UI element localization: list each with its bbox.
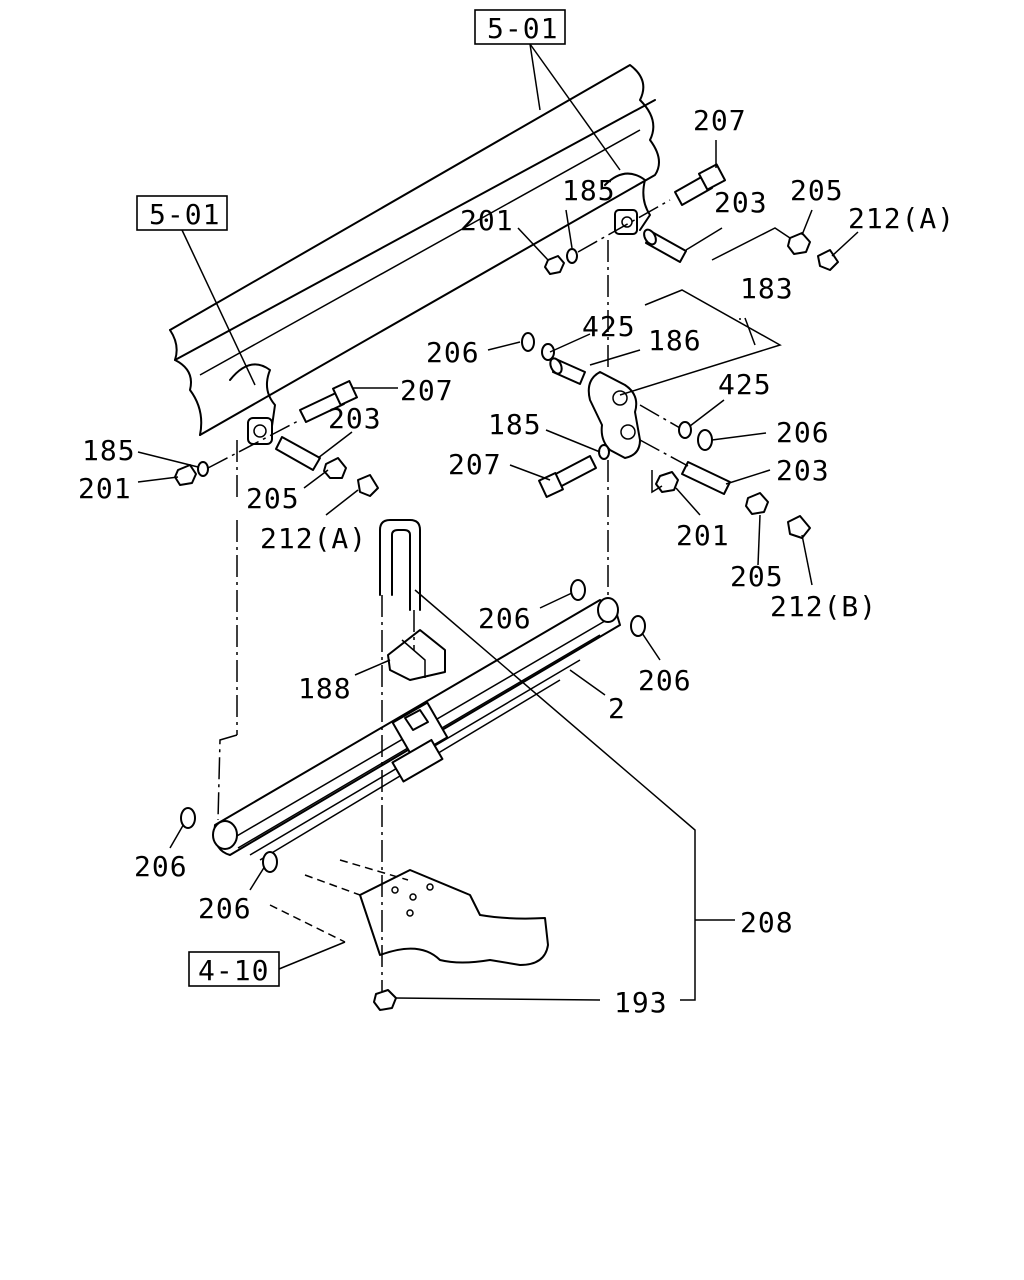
bolt-207-mid — [538, 455, 597, 498]
callout-186: 186 — [648, 324, 702, 357]
callout-212a-top: 212(A) — [848, 202, 955, 235]
washer-206-spring — [570, 579, 586, 601]
callout-212b: 212(B) — [770, 590, 877, 623]
callout-205-top: 205 — [790, 174, 844, 207]
bushing-186 — [549, 357, 586, 385]
ref-label: 5-01 — [149, 198, 220, 231]
nut-193 — [373, 989, 397, 1011]
grease-205-right — [745, 492, 769, 515]
spring-seat-188 — [387, 629, 446, 681]
callout-193: 193 — [614, 986, 668, 1019]
callout-206-right: 206 — [776, 416, 830, 449]
pin-203-right — [681, 461, 731, 495]
washer-425-top — [541, 343, 555, 361]
callout-201-left: 201 — [78, 472, 132, 505]
ref-box-bottom: 4-10 — [188, 951, 280, 987]
callout-425-top: 425 — [582, 310, 636, 343]
ref-label: 4-10 — [198, 954, 269, 987]
washer-425-right — [678, 421, 692, 439]
callout-206-spring: 206 — [478, 602, 532, 635]
ref-box-top: 5-01 — [474, 9, 566, 45]
callout-leaders — [137, 140, 859, 1001]
callout-205-left: 205 — [246, 482, 300, 515]
washer-185-left — [197, 461, 209, 477]
pin-203-top — [643, 228, 687, 263]
callout-205-right: 205 — [730, 560, 784, 593]
callout-2: 2 — [608, 692, 626, 725]
centerline-shackle-lower — [639, 439, 689, 467]
callout-207-left: 207 — [400, 374, 454, 407]
nut-201-right — [655, 471, 679, 493]
ref-label: 5-01 — [487, 12, 558, 45]
callout-206-low2: 206 — [198, 892, 252, 925]
callout-203-left: 203 — [328, 402, 382, 435]
callout-206-low1: 206 — [134, 850, 188, 883]
callout-212a-left: 212(A) — [260, 522, 367, 555]
leader-201-right-bracket — [651, 470, 663, 494]
callout-206-spring-r: 206 — [638, 664, 692, 697]
callout-201-top: 201 — [460, 204, 514, 237]
washer-185-top — [566, 248, 578, 264]
grease-212a-left — [357, 474, 379, 497]
callout-185-mid: 185 — [488, 408, 542, 441]
centerlines — [217, 240, 609, 992]
callout-207-top: 207 — [693, 104, 747, 137]
grease-205-top — [787, 232, 811, 255]
callout-201-right: 201 — [676, 519, 730, 552]
callout-207-mid: 207 — [448, 448, 502, 481]
nut-201-left — [174, 464, 197, 486]
washer-206-right — [697, 429, 713, 451]
washer-185-mid — [598, 444, 610, 460]
u-bolt-208 — [379, 519, 421, 611]
centerline-left-bolt — [207, 419, 301, 469]
reference-leaders — [181, 43, 621, 970]
callout-208: 208 — [740, 906, 794, 939]
axle-seat-bracket — [269, 859, 549, 966]
front-hanger-bracket — [614, 209, 638, 235]
callout-206-top: 206 — [426, 336, 480, 369]
leaf-spring-2 — [212, 597, 621, 861]
callout-188: 188 — [298, 672, 352, 705]
callout-labels: 207 185 203 205 201 212(A) 183 425 186 2… — [78, 104, 955, 1019]
rear-hanger-bracket — [247, 417, 273, 445]
washer-206-low1 — [180, 807, 196, 829]
callout-203-top: 203 — [714, 186, 768, 219]
washer-206-spring-r — [630, 615, 646, 637]
callout-185-top: 185 — [562, 174, 616, 207]
bolt-207-top — [674, 163, 727, 206]
shackle-183 — [587, 371, 641, 459]
washer-206-low2 — [262, 851, 278, 873]
ref-box-left: 5-01 — [136, 195, 228, 231]
grease-212b — [787, 515, 811, 539]
callout-185-left: 185 — [82, 434, 136, 467]
washer-206-top — [521, 332, 535, 352]
frame-rail — [169, 64, 660, 441]
pin-203-left — [275, 436, 321, 471]
callout-183: 183 — [740, 272, 794, 305]
callout-425-right: 425 — [718, 368, 772, 401]
bolt-207-left — [299, 380, 358, 423]
centerline-shackle-upper — [639, 404, 681, 429]
nut-201-top — [544, 255, 565, 275]
leader-205-top-angle — [711, 227, 791, 261]
callout-203-right: 203 — [776, 454, 830, 487]
grease-205-left — [323, 457, 347, 479]
centerline-top-bolt — [577, 199, 671, 253]
